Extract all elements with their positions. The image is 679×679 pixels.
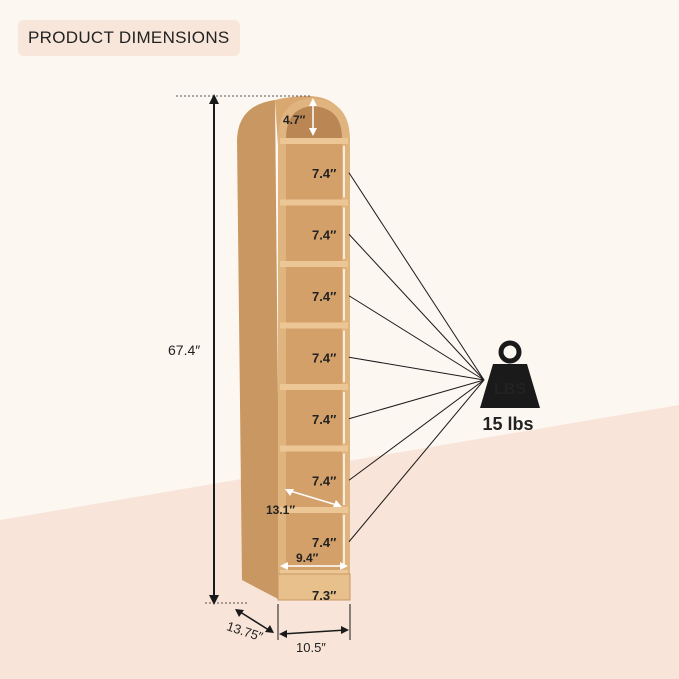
weight-connector-lines: [348, 172, 485, 543]
shelf-board: [280, 199, 348, 206]
weight-connector-line: [348, 356, 485, 381]
inner-width-dimension: 9.4″: [280, 551, 348, 570]
weight-connector-line: [348, 379, 485, 543]
shelf-gap-label: 7.4″: [312, 227, 336, 242]
weight-connector-line: [348, 379, 485, 420]
inner-depth-label: 13.1″: [266, 503, 295, 517]
bookcase-side-panel: [237, 100, 280, 600]
shelf-board: [280, 384, 348, 390]
shelf-gap-label: 7.4″: [312, 473, 336, 488]
width-label: 10.5″: [296, 640, 326, 655]
shelf-gap-label: 7.4″: [312, 289, 336, 304]
bookcase-illustration: [237, 96, 351, 601]
shelf-gap-label: 7.4″: [312, 535, 336, 550]
height-dimension: 67.4″: [168, 94, 312, 605]
weight-connector-line: [348, 379, 485, 481]
shelf-board: [280, 322, 348, 329]
bookcase-interior: [286, 142, 342, 572]
weight-badge-label: LBS: [494, 381, 526, 398]
weight-connector-line: [348, 172, 485, 381]
shelf-board: [280, 445, 348, 452]
weight-icon: LBS: [480, 340, 540, 408]
width-dimension: 10.5″: [277, 604, 351, 655]
arch-height-label: 4.7″: [283, 113, 306, 127]
weight-connector-line: [348, 233, 485, 381]
inner-width-label: 9.4″: [296, 551, 319, 565]
bookcase-base-drawer: [277, 573, 351, 601]
base-gap-label: 7.3″: [312, 588, 336, 603]
section-title: PRODUCT DIMENSIONS: [18, 20, 240, 56]
weight-capacity-label: 15 lbs: [482, 414, 533, 434]
shelf-gap-label: 7.4″: [312, 166, 336, 181]
inner-depth-dimension: 13.1″: [266, 489, 342, 517]
shelf-gap-label: 7.4″: [312, 412, 336, 427]
shelf-gap-label: 7.4″: [312, 350, 336, 365]
weight-connector-line: [348, 295, 485, 381]
bookcase-arch-interior: [286, 106, 342, 138]
shelf-board: [280, 138, 348, 144]
height-label: 67.4″: [168, 342, 200, 358]
shelf-group: [280, 138, 348, 576]
shelf-board: [280, 261, 348, 267]
shelf-board: [280, 570, 348, 576]
arch-dimension: 4.7″: [283, 98, 317, 136]
shelf-board: [280, 507, 348, 513]
shelf-gap-labels: 7.4″ 7.4″ 7.4″ 7.4″ 7.4″ 7.4″ 7.4″: [312, 146, 345, 567]
